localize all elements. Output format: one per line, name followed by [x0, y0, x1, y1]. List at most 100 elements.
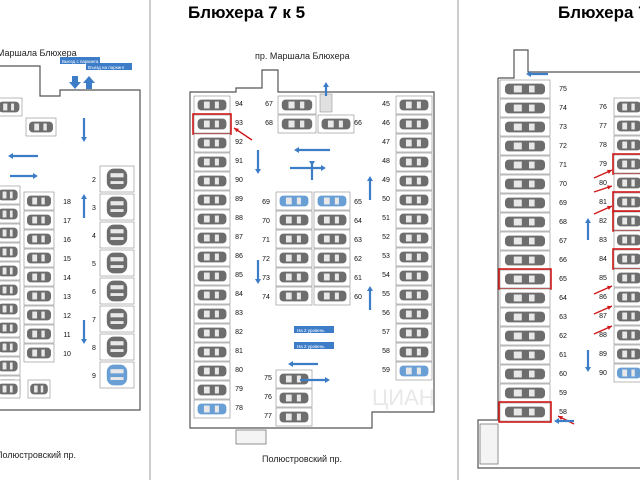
- car-icon: [197, 156, 227, 168]
- car-icon: [279, 214, 309, 226]
- space-number: 83: [599, 237, 607, 244]
- parking-space: [0, 97, 23, 117]
- parking-space: [25, 117, 57, 137]
- parking-space: [193, 209, 231, 229]
- watermark: ЦИАН: [372, 385, 435, 410]
- space-number: 80: [599, 180, 607, 187]
- space-number: 86: [235, 253, 243, 260]
- parking-space: [0, 299, 21, 319]
- parking-space: [395, 95, 433, 115]
- space-number: 82: [599, 218, 607, 225]
- car-icon: [505, 292, 545, 304]
- parking-space: [23, 286, 55, 306]
- space-number: 52: [382, 234, 390, 241]
- pointer-arrow-icon: [593, 205, 613, 215]
- car-icon: [617, 177, 640, 189]
- arrow-up-icon: [367, 286, 373, 310]
- car-icon: [505, 349, 545, 361]
- car-icon: [106, 224, 128, 246]
- car-icon: [279, 411, 309, 423]
- car-icon: [279, 271, 309, 283]
- space-number: 87: [599, 313, 607, 320]
- car-icon: [197, 251, 227, 263]
- car-icon: [399, 308, 429, 320]
- space-number: 12: [63, 313, 71, 320]
- parking-space: [99, 333, 135, 361]
- entry-sign: [86, 63, 132, 70]
- parking-space: [0, 204, 21, 224]
- car-icon: [197, 327, 227, 339]
- space-number: 66: [559, 257, 567, 264]
- space-number: 62: [559, 333, 567, 340]
- arrow-down-icon: [81, 118, 87, 142]
- space-number: 78: [235, 405, 243, 412]
- car-icon: [106, 168, 128, 190]
- parking-space: [395, 190, 433, 210]
- space-number: 45: [382, 101, 390, 108]
- parking-space: [499, 79, 551, 99]
- highlight-frame: [498, 401, 552, 423]
- parking-space: [612, 210, 640, 232]
- car-icon: [399, 289, 429, 301]
- space-number: 79: [599, 161, 607, 168]
- mid-arrow-layer: [233, 82, 373, 383]
- car-icon: [399, 251, 429, 263]
- car-icon: [399, 118, 429, 130]
- parking-space: [313, 267, 351, 287]
- space-number: 53: [382, 253, 390, 260]
- car-icon: [197, 213, 227, 225]
- space-number: 48: [382, 158, 390, 165]
- arrow-down-icon: [255, 260, 261, 284]
- parking-space: [193, 190, 231, 210]
- space-number: 84: [235, 291, 243, 298]
- car-icon: [505, 102, 545, 114]
- car-icon: [30, 383, 48, 395]
- space-number: 70: [559, 181, 567, 188]
- space-number: 13: [63, 294, 71, 301]
- parking-space: [99, 361, 135, 389]
- space-number: 14: [63, 275, 71, 282]
- space-number: 10: [63, 351, 71, 358]
- car-icon: [617, 215, 640, 227]
- car-icon: [399, 346, 429, 358]
- parking-space: [313, 248, 351, 268]
- parking-space: [613, 344, 640, 364]
- car-icon: [505, 197, 545, 209]
- space-number: 82: [235, 329, 243, 336]
- space-number: 78: [599, 142, 607, 149]
- car-icon: [197, 118, 227, 130]
- space-number: 46: [382, 120, 390, 127]
- space-number: 58: [382, 348, 390, 355]
- car-icon: [27, 271, 51, 283]
- parking-space: [613, 363, 640, 383]
- space-number: 67: [559, 238, 567, 245]
- parking-space: [613, 230, 640, 250]
- space-number: 85: [235, 272, 243, 279]
- car-icon: [279, 392, 309, 404]
- space-number: 81: [235, 348, 243, 355]
- car-icon: [505, 83, 545, 95]
- car-icon: [197, 232, 227, 244]
- space-number: 66: [354, 120, 362, 127]
- parking-space: [193, 399, 231, 419]
- car-icon: [399, 175, 429, 187]
- arrow-right-icon: [10, 173, 38, 179]
- car-icon: [106, 336, 128, 358]
- parking-space: [499, 345, 551, 365]
- parking-space: [499, 307, 551, 327]
- car-icon: [617, 120, 640, 132]
- car-icon: [505, 159, 545, 171]
- space-number: 60: [559, 371, 567, 378]
- space-number: 71: [559, 162, 567, 169]
- space-number: 68: [559, 219, 567, 226]
- space-number: 50: [382, 196, 390, 203]
- space-number: 94: [235, 101, 243, 108]
- parking-space: [317, 114, 355, 134]
- space-number: 72: [559, 143, 567, 150]
- pointer-arrow-icon: [233, 127, 253, 141]
- parking-space: [275, 388, 313, 408]
- space-number: 80: [235, 367, 243, 374]
- entry-sign-label: Въезд на паркинг: [88, 65, 125, 70]
- space-number: 58: [559, 409, 567, 416]
